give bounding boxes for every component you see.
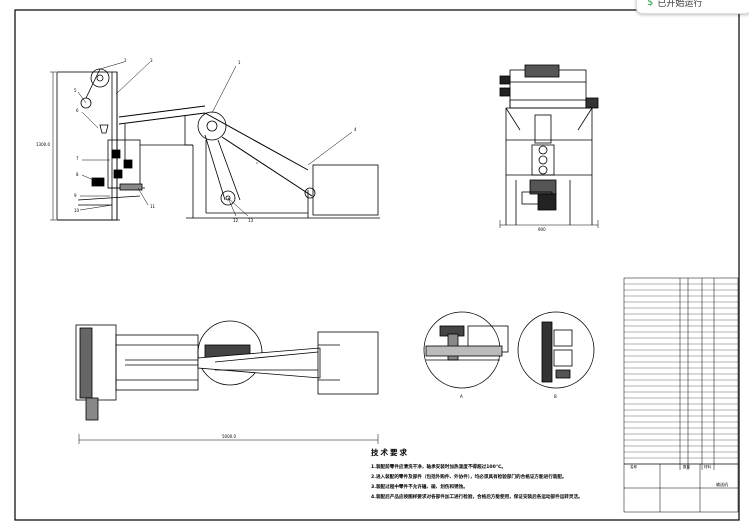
svg-text:4: 4	[354, 127, 357, 132]
svg-text:11: 11	[150, 204, 156, 209]
tech-line: 4.装配后产品应按图样要求对各部件加工进行检验，合格后方能使用，保证安装后各运动…	[371, 495, 583, 500]
svg-text:8: 8	[76, 172, 79, 177]
lower-drum	[220, 190, 236, 206]
side-view	[499, 64, 599, 228]
drawing-border	[14, 9, 740, 521]
detail-a-label: A	[460, 394, 463, 399]
svg-text:2: 2	[124, 58, 127, 63]
tech-line: 1.装配前零件应清洗干净，轴承安装时加热温度不得超过100℃。	[371, 465, 506, 470]
svg-text:12: 12	[233, 218, 239, 223]
tech-title: 技术要求	[371, 448, 409, 457]
hopper	[99, 124, 109, 134]
detail-b	[517, 311, 595, 389]
svg-text:5: 5	[74, 88, 77, 93]
front-view	[50, 61, 380, 221]
drawing-name: 输送机	[716, 481, 728, 487]
svg-text:6: 6	[76, 108, 79, 113]
dollar-sign-icon: $	[647, 0, 654, 8]
svg-text:3: 3	[150, 58, 153, 63]
tech-line: 3.装配过程中零件不允许磕、碰、划伤和锈蚀。	[371, 485, 468, 490]
parts-rows	[624, 283, 738, 459]
side-width-dim: 900	[538, 227, 546, 232]
detail-a	[423, 311, 509, 389]
status-chip-text: 已开始运行	[657, 0, 703, 9]
drive-drum	[197, 111, 227, 141]
svg-text:9: 9	[74, 193, 77, 198]
front-height-dim: 1300.0	[36, 142, 50, 147]
parts-list	[623, 277, 739, 513]
svg-text:7: 7	[76, 156, 79, 161]
tech-line: 2.进入装配的零件及部件（包括外购件、外协件），均必须具有检验部门的合格证方能进…	[371, 475, 567, 480]
status-chip[interactable]: $ 已开始运行	[636, 0, 749, 14]
svg-text:10: 10	[74, 208, 80, 213]
col-material-header: 材料	[704, 464, 712, 469]
top-view	[75, 320, 379, 444]
front-overall-dim: 5000.0	[222, 434, 236, 439]
col-name-header: 名称	[630, 464, 638, 469]
svg-text:13: 13	[248, 218, 254, 223]
discharge-box	[312, 164, 379, 216]
technical-requirements: 技术要求 1.装配前零件应清洗干净，轴承安装时加热温度不得超过100℃。 2.进…	[371, 447, 621, 503]
detail-b-label: B	[554, 394, 557, 399]
col-qty-header: 数量	[683, 464, 691, 469]
svg-text:1: 1	[238, 60, 241, 65]
